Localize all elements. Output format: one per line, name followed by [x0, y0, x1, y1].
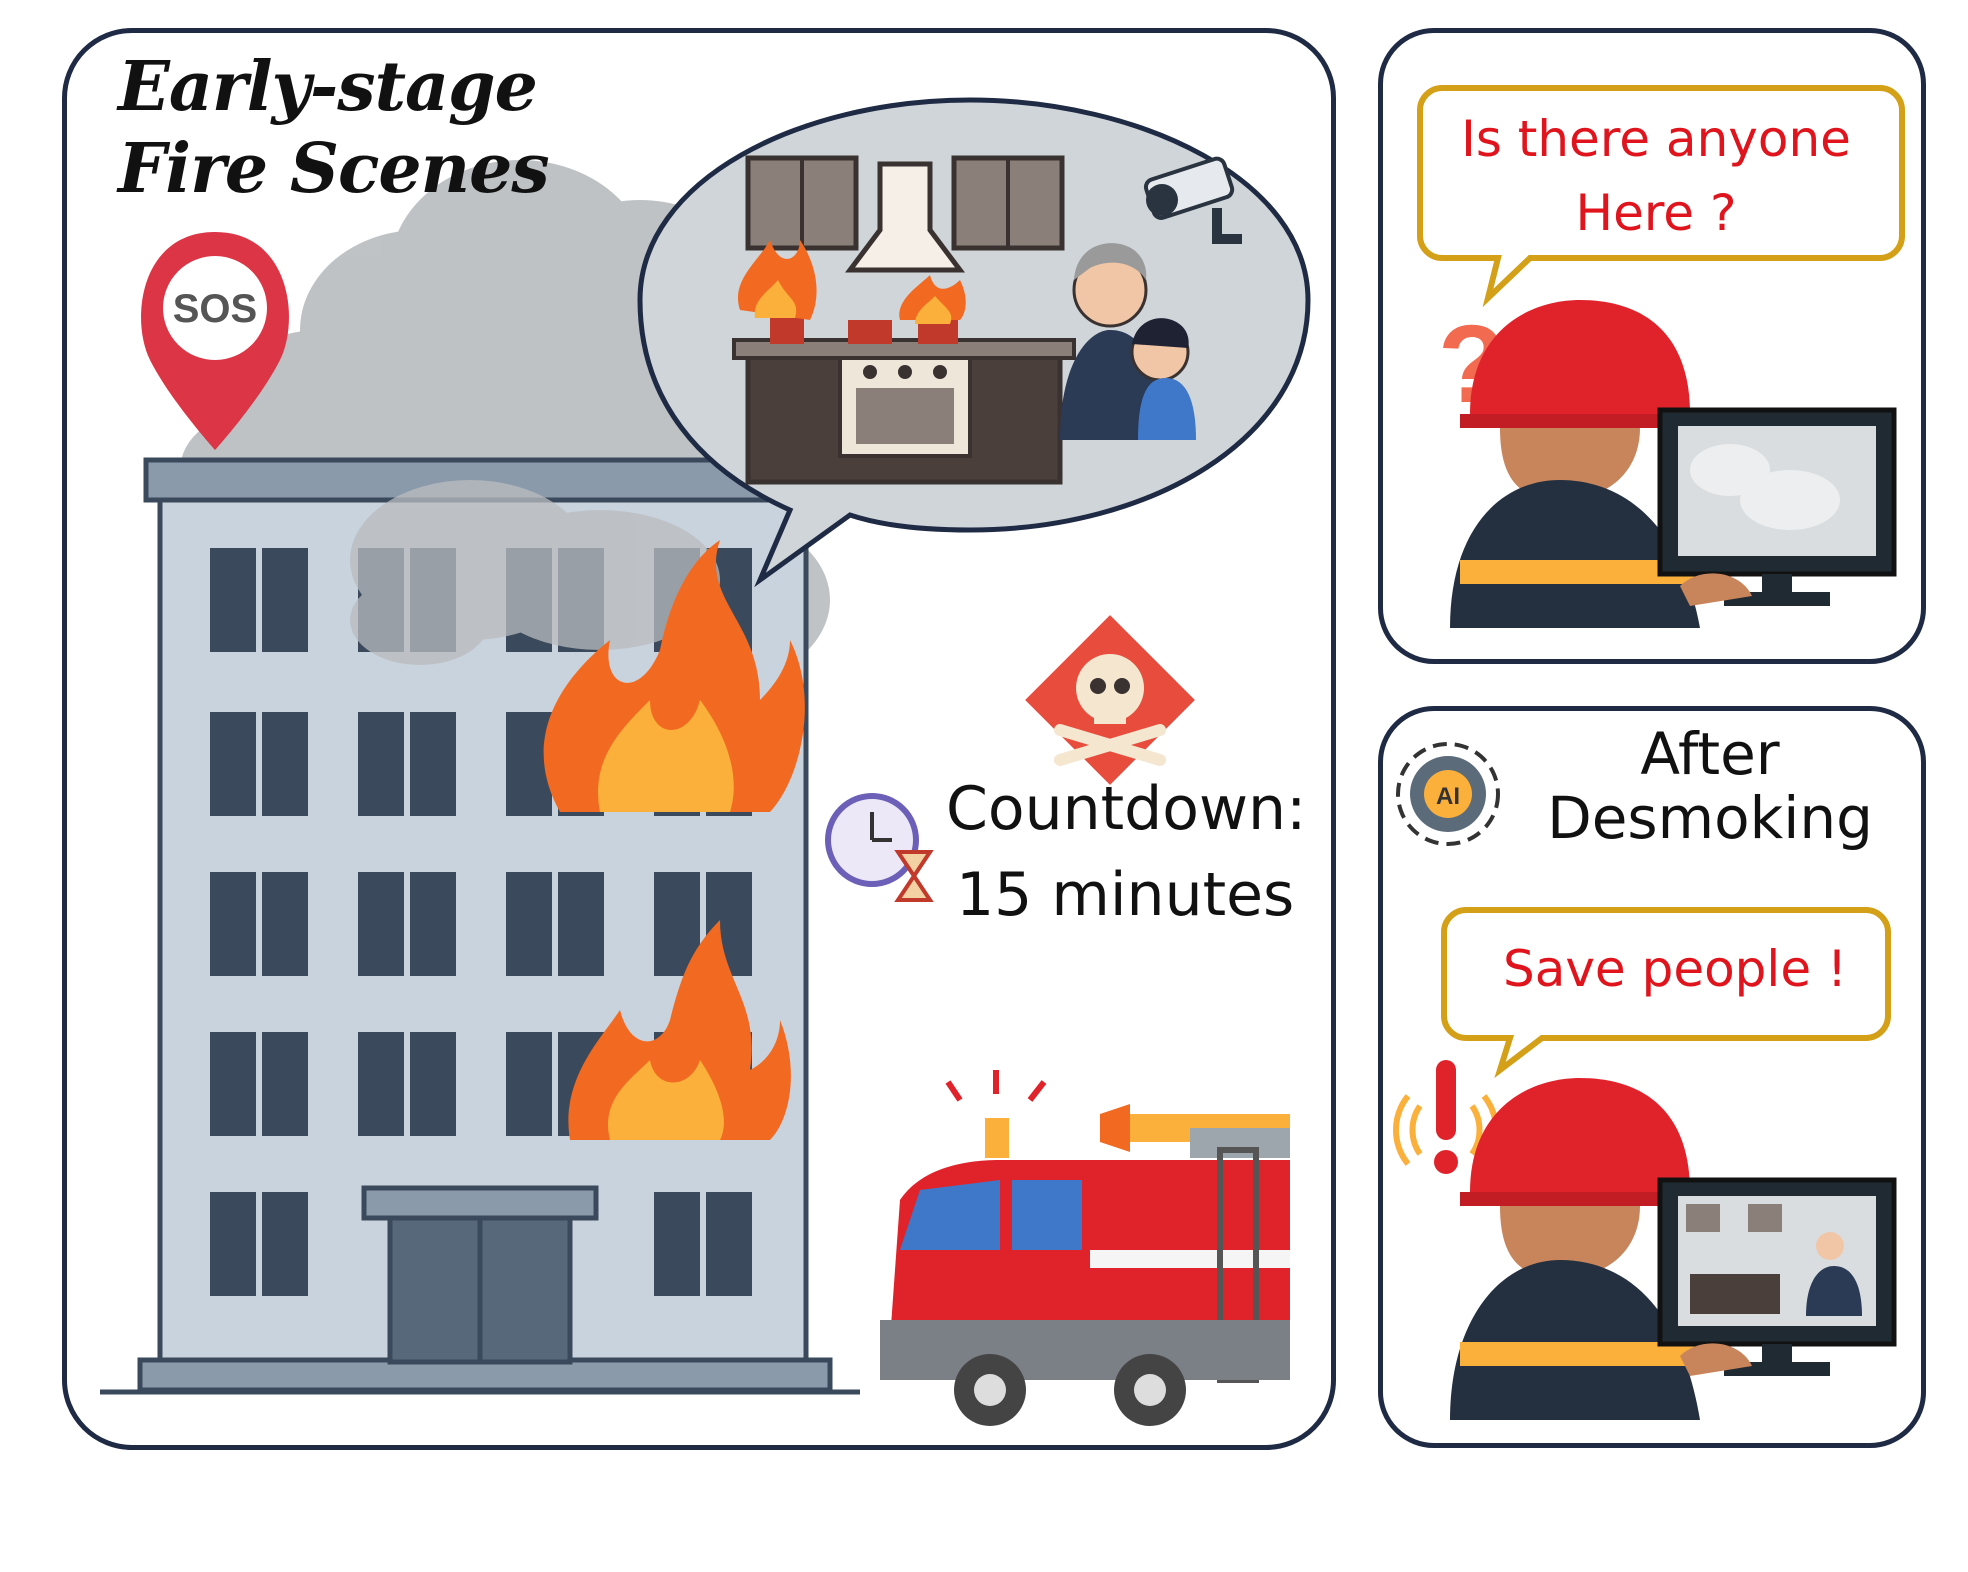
scene-title-line2: Fire Scenes	[118, 129, 550, 209]
question-speech-bubble	[1417, 85, 1905, 308]
question-line1: Is there anyone	[1461, 110, 1851, 168]
firefighter-at-monitor-top	[1450, 300, 1897, 628]
sos-pin-icon	[141, 232, 289, 450]
question-text: Is there anyone Here ?	[1416, 102, 1896, 250]
after-line1: After	[1640, 720, 1780, 788]
countdown-value: 15 minutes	[956, 860, 1295, 930]
scene-title-line1: Early-stage	[118, 47, 538, 127]
firefighter-at-monitor-bottom	[1450, 1078, 1897, 1420]
security-camera-icon	[1143, 156, 1242, 244]
sos-label: SOS	[173, 287, 257, 331]
alert-speech-bubble	[1441, 907, 1891, 1079]
smoke-overlay	[350, 480, 720, 665]
fire-truck-icon	[880, 1070, 1290, 1426]
after-desmoking-label: After Desmoking	[1520, 722, 1900, 850]
ai-gear-icon	[1396, 742, 1500, 846]
trapped-people	[1060, 243, 1196, 440]
question-line2: Here ?	[1575, 184, 1737, 242]
ai-label: AI	[1436, 783, 1460, 810]
early-stage-fire-panel	[62, 28, 1336, 1450]
skull-warning-icon	[1025, 615, 1195, 785]
after-line2: Desmoking	[1547, 784, 1873, 852]
kitchen-scene	[732, 155, 1076, 485]
fire-flame-lower	[568, 920, 791, 1140]
countdown-text: Countdown: 15 minutes	[946, 766, 1326, 938]
clock-hourglass-icon	[825, 793, 934, 902]
firefighter-searching-panel	[1378, 28, 1926, 664]
after-desmoking-panel	[1378, 706, 1926, 1448]
save-people-text: Save people !	[1502, 940, 1848, 998]
countdown-label: Countdown:	[946, 774, 1307, 844]
fire-flame-upper	[543, 540, 805, 812]
scene-title: Early-stage Fire Scenes	[118, 46, 638, 210]
